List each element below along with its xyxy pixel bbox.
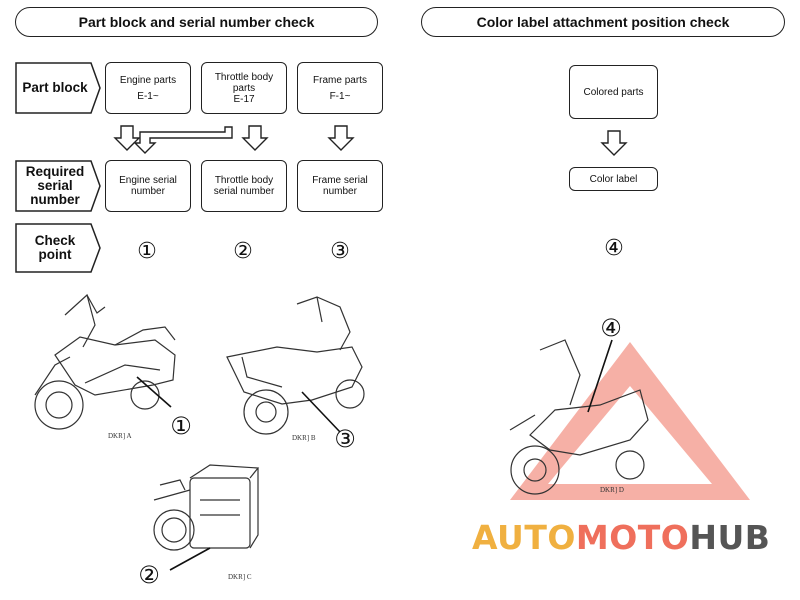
callout-line bbox=[169, 547, 211, 571]
part-block-frame: Frame parts F-1~ bbox=[297, 62, 383, 114]
scooter-figure-d bbox=[509, 339, 750, 500]
row-label-text: Check point bbox=[34, 233, 76, 262]
callout-line bbox=[587, 339, 613, 413]
part-block-code: E-17 bbox=[233, 93, 255, 105]
figure-c-caption: DKR] C bbox=[228, 573, 252, 581]
watermark-part1: AUTO bbox=[472, 518, 576, 557]
row-label-part-block: Part block bbox=[15, 62, 101, 114]
part-block-code: E-1~ bbox=[137, 90, 159, 102]
serial-frame: Frame serial number bbox=[297, 160, 383, 212]
colored-parts-text: Colored parts bbox=[583, 86, 644, 98]
row-label-arrow-shape bbox=[15, 223, 101, 273]
row-label-required-serial: Required serial number bbox=[15, 160, 101, 212]
figure-c-callout: ② bbox=[138, 561, 160, 589]
watermark-part3: HUB bbox=[689, 518, 771, 557]
part-block-engine: Engine parts E-1~ bbox=[105, 62, 191, 114]
watermark-triangle bbox=[510, 342, 750, 500]
row-label-text: Part block bbox=[22, 80, 88, 95]
serial-text: Throttle body serial number bbox=[213, 175, 275, 197]
down-arrow-icon bbox=[327, 125, 355, 151]
figure-b-callout: ③ bbox=[334, 425, 356, 453]
row-label-check-point: Check point bbox=[15, 223, 101, 273]
serial-text: Engine serial number bbox=[119, 175, 177, 197]
serial-throttle: Throttle body serial number bbox=[201, 160, 287, 212]
watermark-part2: MOTO bbox=[575, 518, 690, 557]
down-arrow-icon bbox=[241, 125, 269, 151]
part-block-code: F-1~ bbox=[329, 90, 351, 102]
figure-b-caption: DKR] B bbox=[292, 434, 316, 442]
throttle-body-figure-c bbox=[153, 464, 260, 571]
part-block-throttle: Throttle body parts E-17 bbox=[201, 62, 287, 114]
down-arrow-icon bbox=[113, 125, 141, 151]
figure-d-caption: DKR] D bbox=[600, 486, 624, 494]
figure-a-callout: ① bbox=[170, 412, 192, 440]
callout-line bbox=[301, 391, 341, 433]
part-block-name: Frame parts bbox=[313, 74, 367, 86]
scooter-figure-b bbox=[226, 296, 365, 435]
row-label-arrow-shape bbox=[15, 160, 101, 212]
callout-line bbox=[136, 376, 172, 408]
check-point-4: ④ bbox=[604, 236, 624, 261]
part-block-header: Part block and serial number check bbox=[15, 7, 378, 37]
row-label-text: Required serial number bbox=[25, 164, 85, 207]
check-point-2: ② bbox=[233, 239, 253, 264]
scooter-figure-a bbox=[34, 293, 176, 430]
part-block-name: Throttle body parts bbox=[214, 71, 274, 94]
color-label-box: Color label bbox=[569, 167, 658, 191]
figure-d-callout: ④ bbox=[600, 314, 622, 342]
row-label-arrow-shape bbox=[15, 62, 101, 114]
down-arrow-icon bbox=[600, 130, 628, 156]
color-label-text: Color label bbox=[589, 173, 638, 185]
serial-engine: Engine serial number bbox=[105, 160, 191, 212]
watermark-logo: AUTOMOTOHUB bbox=[472, 518, 770, 557]
figure-a-caption: DKR] A bbox=[108, 432, 132, 440]
bent-arrow-icon bbox=[133, 126, 233, 154]
color-label-header: Color label attachment position check bbox=[421, 7, 785, 37]
check-point-3: ③ bbox=[330, 239, 350, 264]
serial-text: Frame serial number bbox=[312, 175, 368, 197]
part-block-name: Engine parts bbox=[119, 74, 177, 86]
check-point-1: ① bbox=[137, 239, 157, 264]
colored-parts-box: Colored parts bbox=[569, 65, 658, 119]
